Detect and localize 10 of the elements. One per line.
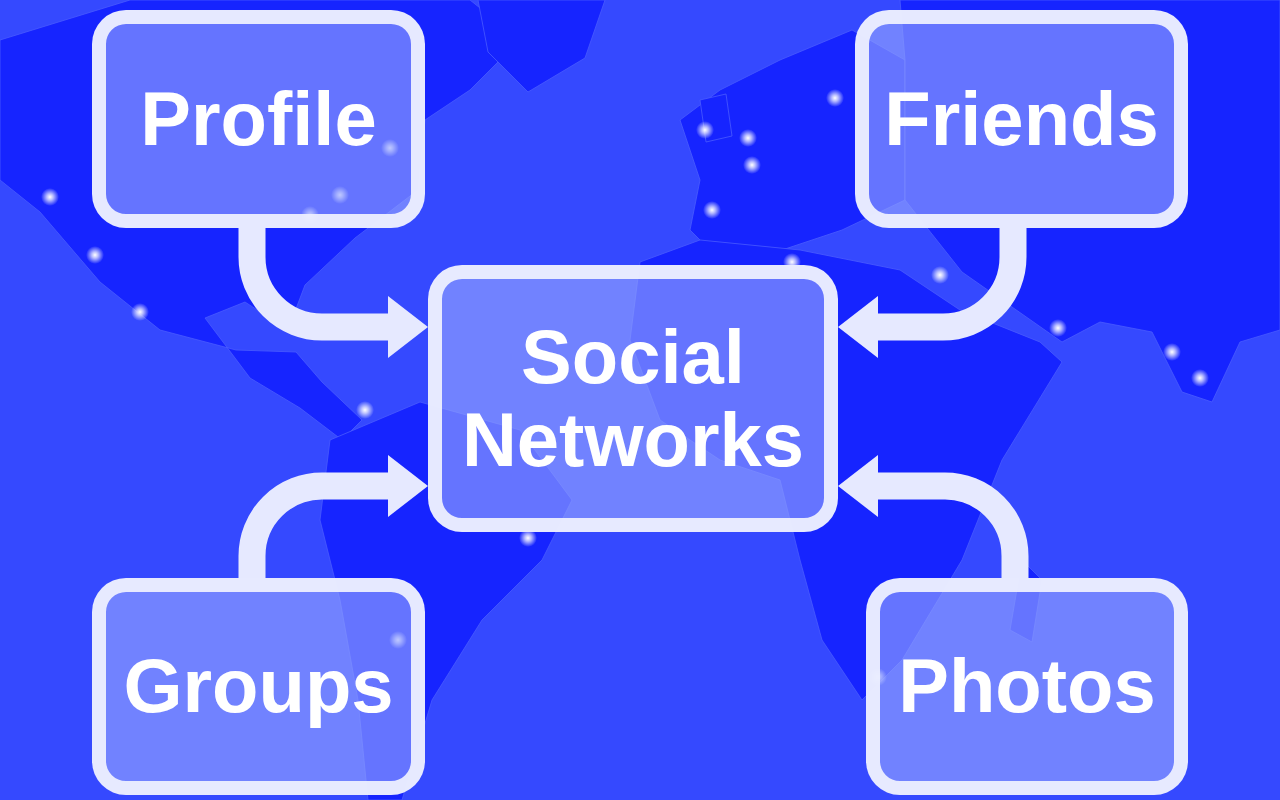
rounded-box bbox=[92, 578, 425, 795]
rounded-box bbox=[855, 10, 1188, 228]
rounded-box bbox=[428, 265, 838, 532]
rounded-box bbox=[866, 578, 1188, 795]
box-label: Groups bbox=[123, 645, 394, 728]
box-label: Profile bbox=[140, 77, 377, 161]
box-label: Social Networks bbox=[460, 316, 806, 481]
box-label: Photos bbox=[898, 645, 1156, 728]
rounded-box bbox=[92, 10, 425, 228]
box-label: Friends bbox=[884, 77, 1159, 161]
